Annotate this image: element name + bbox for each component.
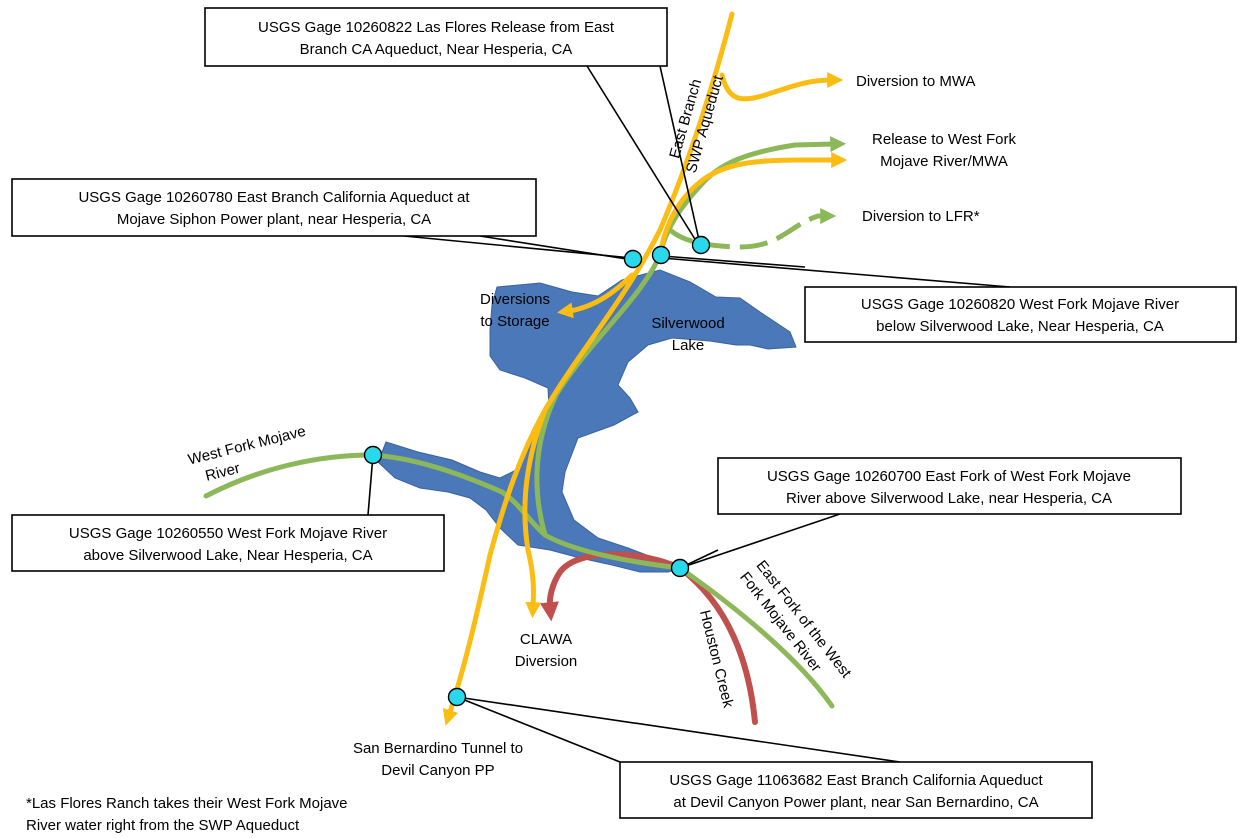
callout-10260550-line1: USGS Gage 10260550 West Fork Mojave Rive… — [69, 525, 387, 542]
silverwood-lake-label-2: Lake — [672, 337, 705, 354]
san-bernardino-tunnel-label-1: San Bernardino Tunnel to — [353, 740, 523, 757]
callout-10260820-line2: below Silverwood Lake, Near Hesperia, CA — [876, 318, 1164, 335]
release-west-fork-label-2: Mojave River/MWA — [880, 153, 1008, 170]
leader-10260550 — [367, 454, 374, 516]
callout-11063682-line2: at Devil Canyon Power plant, near San Be… — [673, 794, 1038, 811]
callout-10260700-line1: USGS Gage 10260700 East Fork of West For… — [767, 468, 1131, 485]
clawa-diversion-label-2: Diversion — [515, 653, 578, 670]
clawa-diversion-arrow — [539, 551, 683, 622]
callout-10260820-line1: USGS Gage 10260820 West Fork Mojave Rive… — [861, 296, 1179, 313]
callout-10260780: USGS Gage 10260780 East Branch Californi… — [11, 178, 537, 237]
leader-10260780-b — [479, 235, 634, 261]
callout-10260780-line2: Mojave Siphon Power plant, near Hesperia… — [117, 211, 431, 228]
callout-11063682: USGS Gage 11063682 East Branch Californi… — [619, 761, 1093, 819]
clawa-diversion-label-1: CLAWA — [520, 631, 572, 648]
diversion-lfr-arrow — [666, 207, 837, 250]
gage-marker-10260820 — [651, 245, 671, 265]
gage-marker-11063682 — [447, 687, 467, 707]
callout-10260700-line2: River above Silverwood Lake, near Hesper… — [786, 490, 1112, 507]
release-west-fork-label-1: Release to West Fork — [872, 131, 1016, 148]
diversion-mwa-label: Diversion to MWA — [856, 73, 975, 90]
callout-10260700: USGS Gage 10260700 East Fork of West For… — [717, 457, 1182, 515]
callout-10260820: USGS Gage 10260820 West Fork Mojave Rive… — [804, 286, 1237, 343]
callout-10260822-line1: USGS Gage 10260822 Las Flores Release fr… — [258, 19, 615, 36]
houston-creek-label: Houston Creek — [696, 608, 737, 710]
diversions-storage-arrow — [556, 272, 635, 319]
leader-10260820 — [661, 255, 806, 268]
gage-marker-10260700 — [670, 558, 690, 578]
callout-10260550-line2: above Silverwood Lake, Near Hesperia, CA — [83, 547, 372, 564]
silverwood-lake-label-1: Silverwood — [651, 315, 724, 332]
callout-10260822-line2: Branch CA Aqueduct, Near Hesperia, CA — [300, 41, 573, 58]
release-west-fork-arrow — [792, 136, 847, 153]
gage-marker-10260822 — [691, 235, 711, 255]
gage-marker-10260550 — [363, 445, 383, 465]
leader-10260700 — [679, 513, 841, 569]
leader-10260820-b — [661, 257, 1011, 288]
diversion-lfr-label: Diversion to LFR* — [862, 208, 980, 225]
west-fork-mojave-river-line — [203, 452, 683, 571]
east-fork-river-line — [677, 565, 835, 709]
houston-creek-label-text: Houston Creek — [696, 608, 737, 710]
callout-10260780-line1: USGS Gage 10260780 East Branch Californi… — [78, 189, 470, 206]
callout-11063682-line1: USGS Gage 11063682 East Branch Californi… — [669, 772, 1043, 789]
san-bernardino-tunnel-label-2: Devil Canyon PP — [381, 762, 494, 779]
leader-11063682 — [456, 696, 621, 763]
callout-10260822: USGS Gage 10260822 Las Flores Release fr… — [204, 7, 668, 67]
footnote-line1: *Las Flores Ranch takes their West Fork … — [26, 795, 348, 812]
diversions-storage-label-2: to Storage — [480, 313, 549, 330]
callout-10260550: USGS Gage 10260550 West Fork Mojave Rive… — [11, 514, 445, 572]
leader-11063682-b — [456, 696, 901, 763]
west-fork-mojave-label-1: West Fork Mojave — [186, 423, 307, 469]
footnote-line2: River water right from the SWP Aqueduct — [26, 817, 300, 834]
diversion-mwa-arrow — [719, 72, 844, 102]
leader-10260822 — [586, 65, 699, 245]
leader-10260822-b — [659, 65, 700, 241]
release-aqueduct-arrow — [657, 151, 848, 258]
gage-marker-10260780 — [623, 249, 643, 269]
aqueduct-clawa-branch — [522, 407, 548, 619]
aqueduct-main-line — [442, 11, 735, 726]
diversions-storage-label-1: Diversions — [480, 291, 550, 308]
